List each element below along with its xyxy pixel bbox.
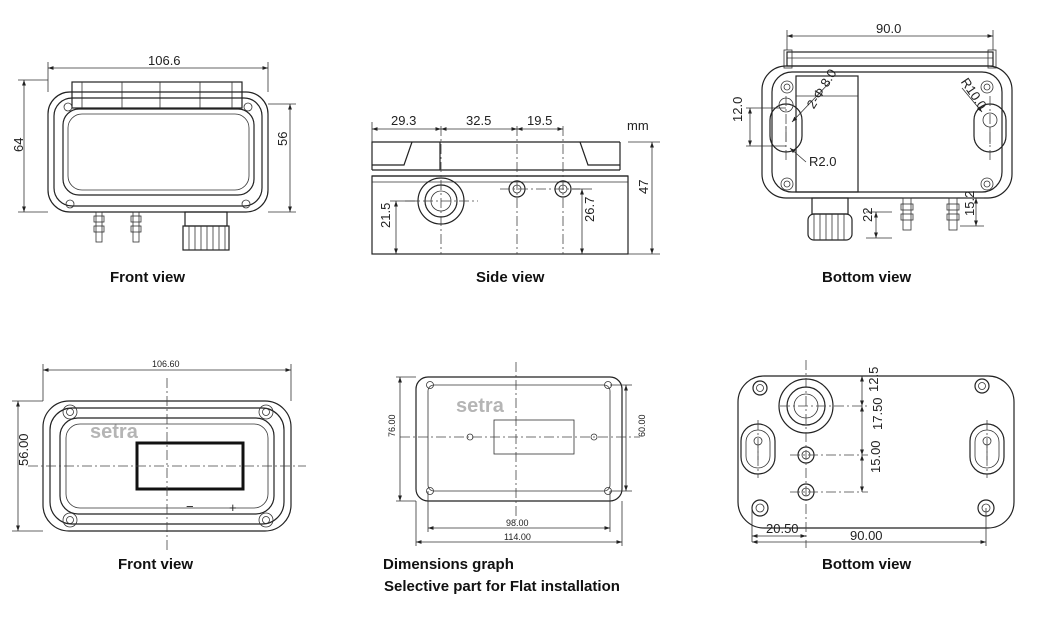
side-dim-2: 32.5 [466, 113, 491, 128]
units-label: mm [627, 118, 649, 133]
caption-flat-installation: Selective part for Flat installation [384, 578, 620, 595]
side-view: 29.3 32.5 19.5 mm 47 21.5 26.7 Side view [371, 113, 660, 286]
bottom-left-dim: 20.50 [766, 521, 799, 536]
flat-outer-width: 114.00 [504, 532, 531, 542]
side-dim-1: 29.3 [391, 113, 416, 128]
front-view-top: 106.6 64 56 Front view [11, 53, 296, 286]
plus-sign: + [229, 500, 237, 515]
bottom-view-bottom: 12.5 17.50 15.00 20.50 90.00 Bottom view [737, 360, 1015, 573]
bottom-top-radius2: R2.0 [809, 154, 836, 169]
bottom-top-hole-label: 2-Φ 8.0 [804, 66, 840, 111]
front-view-bottom: setra − + 106.60 56.00 Front view [12, 359, 306, 573]
side-port-height: 21.5 [378, 203, 393, 228]
caption-front-view-top: Front view [110, 269, 185, 286]
front-top-height-label: 64 [11, 138, 26, 152]
flat-outer-height: 76.00 [387, 414, 397, 437]
front-top-width-label: 106.6 [148, 53, 181, 68]
bottom-dim-1: 12.5 [866, 367, 881, 392]
side-total-height: 47 [636, 180, 651, 194]
bottom-top-offset: 12.0 [730, 97, 745, 122]
caption-bottom-view-bottom: Bottom view [822, 556, 912, 573]
bottom-top-h2: 15.2 [962, 191, 977, 216]
flat-inner-height: 60.00 [637, 414, 647, 437]
bottom-dim-2: 17.50 [870, 397, 885, 430]
front-bottom-width: 106.60 [152, 359, 180, 369]
caption-dimensions-graph: Dimensions graph [383, 556, 514, 573]
front-bottom-height: 56.00 [16, 433, 31, 466]
caption-side-view: Side view [476, 269, 545, 286]
front-top-inner-height-label: 56 [275, 132, 290, 146]
brand-logo-front: setra [90, 421, 139, 443]
flat-installation-view: setra 76.00 60.00 98.00 114.00 Dimension… [383, 362, 647, 595]
side-dim-3: 19.5 [527, 113, 552, 128]
bottom-width-dim: 90.00 [850, 528, 883, 543]
bottom-top-h1: 22 [860, 208, 875, 222]
bottom-top-radius1: R10.0 [958, 75, 990, 112]
bottom-view-top: 90.0 12.0 2-Φ 8.0 R2.0 R10.0 22 15.2 Bot… [730, 21, 1013, 286]
caption-front-view-bottom: Front view [118, 556, 193, 573]
bottom-top-width: 90.0 [876, 21, 901, 36]
flat-inner-width: 98.00 [506, 518, 529, 528]
minus-sign: − [186, 499, 194, 514]
brand-logo-flat: setra [456, 395, 505, 417]
bottom-dim-3: 15.00 [868, 440, 883, 473]
side-port-height-2: 26.7 [582, 197, 597, 222]
caption-bottom-view-top: Bottom view [822, 269, 912, 286]
